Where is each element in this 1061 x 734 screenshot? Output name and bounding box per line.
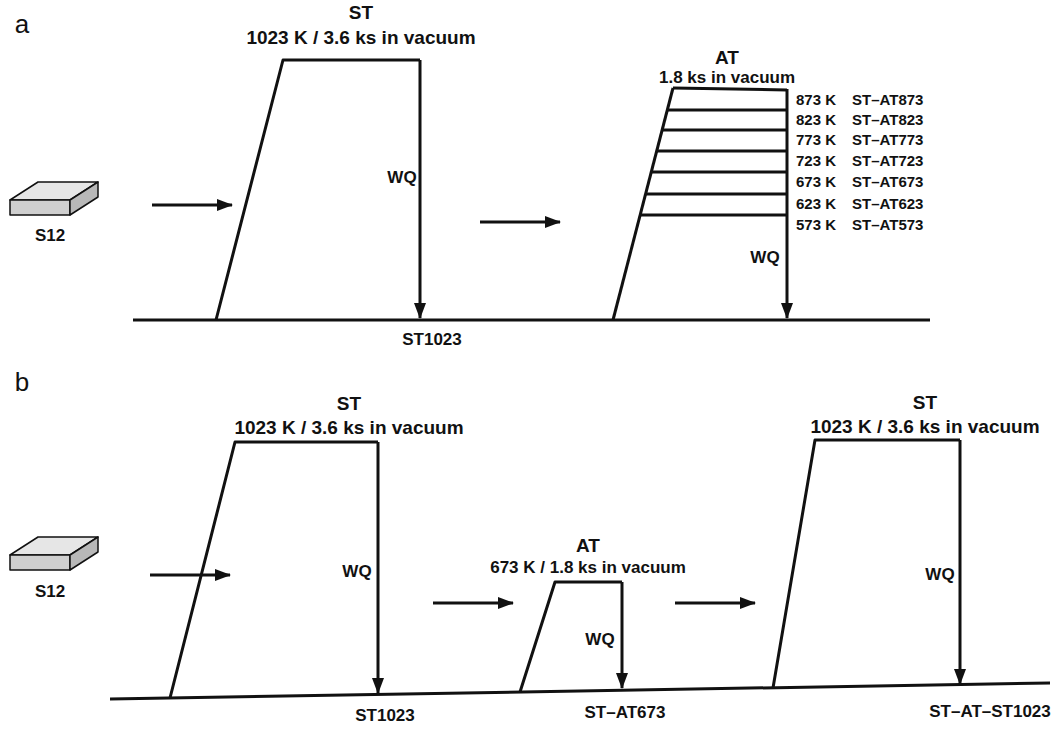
quench-label: WQ [925,566,954,585]
quench-arrow [959,440,962,684]
sample-name: ST–AT–ST1023 [929,703,1051,722]
quench-label: WQ [585,631,614,650]
quench-label: WQ [342,563,371,582]
sample-name: ST–AT673 [585,704,666,723]
at-profile [613,88,673,320]
temperature-label: 723 K [796,153,836,170]
treatment-name: ST [913,393,937,414]
hold-line [656,150,787,153]
specimen-name: S12 [35,583,65,602]
hold-line [651,171,787,174]
panel-letter: a [15,10,29,39]
treatment-condition: 1023 K / 3.6 ks in vacuum [246,28,475,49]
quench-arrow [377,442,380,693]
temperature-label: 673 K [796,174,836,191]
sample-name: ST1023 [402,331,462,350]
treatment-condition: 1.8 ks in vacuum [659,69,795,88]
flow-arrow [150,574,230,577]
temperature-label: 873 K [796,92,836,109]
specimen-name: S12 [35,227,65,246]
temperature-label: 623 K [796,196,836,213]
treatment-name: AT [715,48,739,69]
sample-name: ST–AT673 [852,174,923,191]
hold-line [667,109,787,112]
hold-line [673,88,787,90]
sample-name: ST–AT573 [852,217,923,234]
sample-name: ST–AT873 [852,92,923,109]
treatment-name: ST [349,3,373,24]
quench-arrow [419,60,422,318]
at-profile [520,582,622,692]
sample-name: ST–AT823 [852,112,923,129]
quench-arrow [786,89,789,318]
flow-arrow [675,602,755,605]
time-axis [110,683,1050,699]
specimen-slab [10,182,98,215]
hold-line [645,193,787,196]
time-axis [133,319,930,322]
flow-arrow [480,221,560,224]
quench-label: WQ [750,249,779,268]
treatment-condition: 673 K / 1.8 ks in vacuum [490,559,686,578]
temperature-label: 773 K [796,132,836,149]
flow-arrow [433,602,513,605]
sample-name: ST–AT723 [852,153,923,170]
treatment-name: ST [337,394,361,415]
hold-line [640,214,787,217]
temperature-label: 573 K [796,217,836,234]
sample-name: ST–AT773 [852,132,923,149]
specimen-slab [10,537,98,570]
temperature-label: 823 K [796,112,836,129]
quench-label: WQ [387,169,416,188]
hold-line [662,129,787,132]
treatment-condition: 1023 K / 3.6 ks in vacuum [234,418,463,439]
st-profile [216,60,420,320]
sample-name: ST–AT623 [852,196,923,213]
sample-name: ST1023 [355,707,415,726]
quench-arrow [621,582,624,688]
st-profile [170,442,378,698]
flow-arrow [152,204,232,207]
treatment-name: AT [576,536,600,557]
st-profile [773,440,960,688]
panel-letter: b [15,368,29,397]
treatment-condition: 1023 K / 3.6 ks in vacuum [810,417,1039,438]
